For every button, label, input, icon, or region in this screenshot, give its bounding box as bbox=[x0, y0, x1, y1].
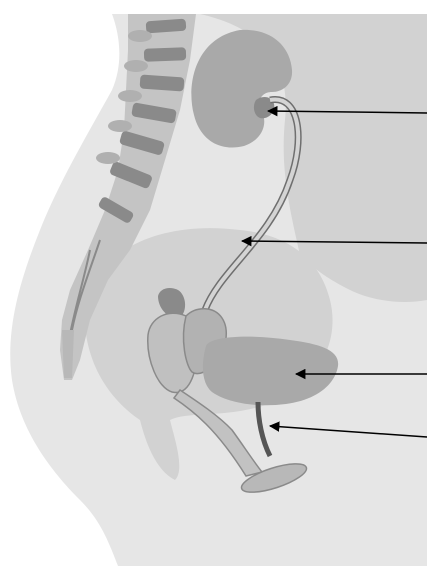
spinous-process bbox=[108, 120, 132, 132]
vertebra bbox=[144, 47, 186, 61]
spinous-process bbox=[96, 152, 120, 164]
spinous-process bbox=[124, 60, 148, 72]
spinous-process bbox=[118, 90, 142, 102]
coccyx bbox=[62, 330, 74, 378]
spinous-process bbox=[128, 30, 152, 42]
